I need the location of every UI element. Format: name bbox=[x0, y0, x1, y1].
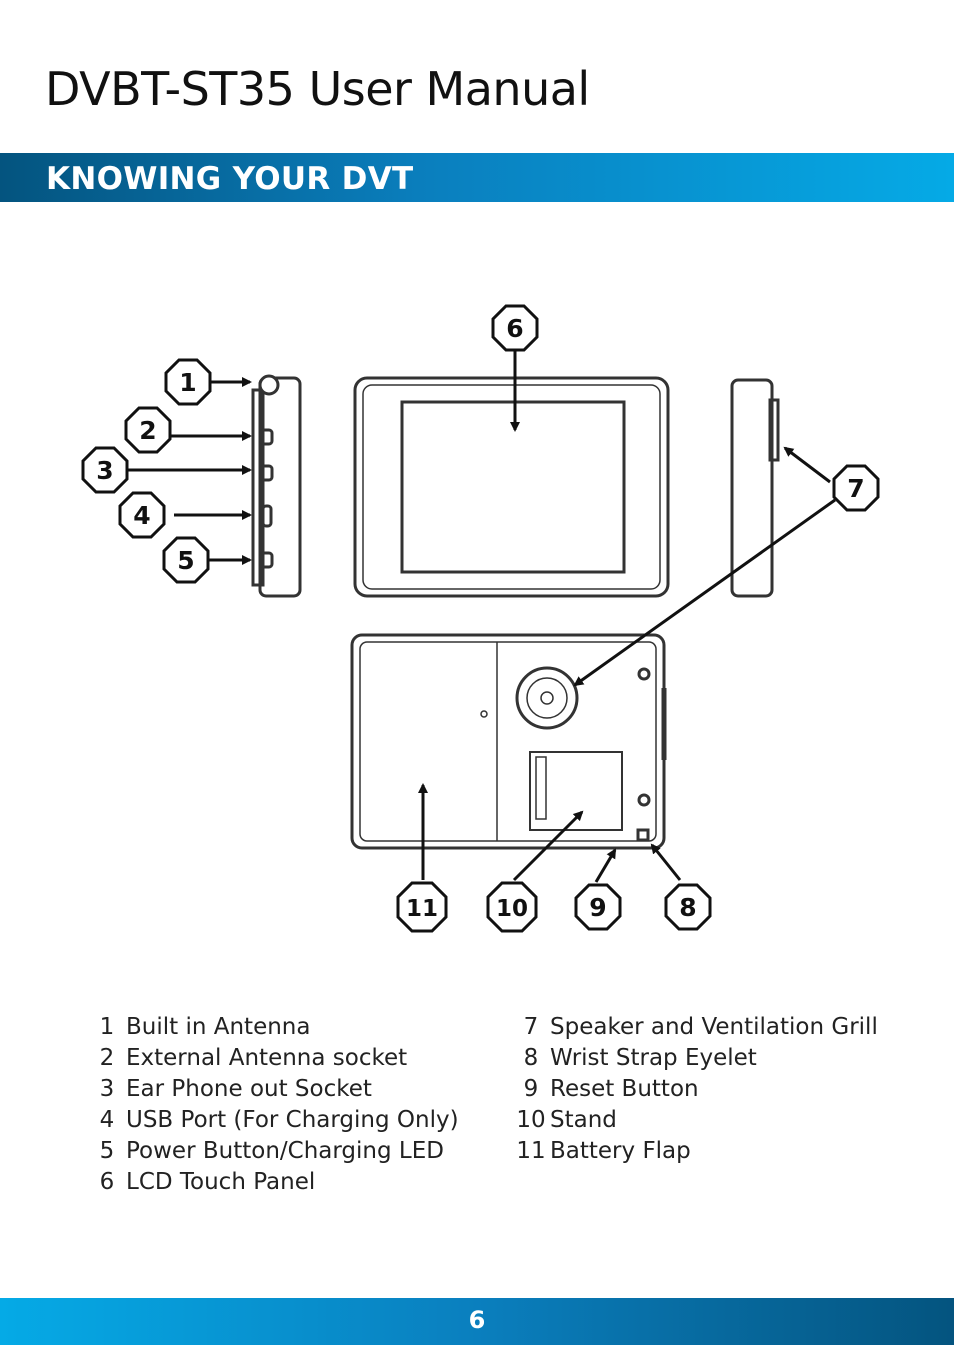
callout-10: 10 bbox=[486, 881, 538, 933]
legend-item: 5 Power Button/Charging LED bbox=[88, 1136, 459, 1167]
device-right-side-view bbox=[730, 378, 780, 598]
legend-number: 7 bbox=[523, 1014, 539, 1040]
legend-number: 9 bbox=[523, 1076, 539, 1102]
svg-text:2: 2 bbox=[139, 416, 156, 445]
svg-text:9: 9 bbox=[589, 893, 606, 922]
legend-label: Reset Button bbox=[550, 1076, 699, 1102]
legend-item: 3 Ear Phone out Socket bbox=[88, 1074, 459, 1105]
svg-text:5: 5 bbox=[177, 546, 194, 575]
callout-5: 5 bbox=[162, 536, 210, 584]
legend-label: Battery Flap bbox=[550, 1138, 691, 1164]
legend-label: USB Port (For Charging Only) bbox=[126, 1107, 459, 1133]
legend-item: 2 External Antenna socket bbox=[88, 1043, 459, 1074]
legend-label: External Antenna socket bbox=[126, 1045, 408, 1071]
legend-item: 6 LCD Touch Panel bbox=[88, 1167, 459, 1198]
svg-text:6: 6 bbox=[506, 314, 523, 343]
svg-text:7: 7 bbox=[847, 474, 864, 503]
legend-label: Power Button/Charging LED bbox=[126, 1138, 444, 1164]
legend-right-column: 7 Speaker and Ventilation Grill 8 Wrist St… bbox=[512, 1012, 878, 1167]
legend-label: Stand bbox=[550, 1107, 617, 1133]
legend-item: 4 USB Port (For Charging Only) bbox=[88, 1105, 459, 1136]
svg-text:4: 4 bbox=[133, 501, 150, 530]
page-title: DVBT-ST35 User Manual bbox=[45, 62, 590, 116]
callout-6: 6 bbox=[491, 304, 539, 352]
legend-left-column: 1 Built in Antenna 2 External Antenna sock… bbox=[88, 1012, 459, 1198]
device-front-view bbox=[353, 376, 670, 598]
legend-label: Speaker and Ventilation Grill bbox=[550, 1014, 878, 1040]
legend-number: 6 bbox=[99, 1169, 115, 1195]
legend-label: Built in Antenna bbox=[126, 1014, 311, 1040]
legend-number: 4 bbox=[99, 1107, 115, 1133]
legend-number: 8 bbox=[523, 1045, 539, 1071]
callout-9: 9 bbox=[574, 883, 622, 931]
callout-arrows bbox=[126, 350, 836, 883]
section-header-bar: KNOWING YOUR DVT bbox=[0, 153, 954, 202]
footer-bar: 6 bbox=[0, 1298, 954, 1345]
legend-number: 11 bbox=[516, 1138, 546, 1164]
legend-number: 3 bbox=[99, 1076, 115, 1102]
device-diagram: 1 2 3 4 5 6 7 8 9 10 11 bbox=[70, 290, 900, 950]
legend-number: 10 bbox=[516, 1107, 546, 1133]
callout-11: 11 bbox=[396, 881, 448, 933]
callout-1: 1 bbox=[164, 358, 212, 406]
legend-number: 2 bbox=[99, 1045, 115, 1071]
legend-number: 1 bbox=[99, 1014, 115, 1040]
device-left-side-view bbox=[251, 374, 302, 598]
svg-text:8: 8 bbox=[679, 893, 696, 922]
device-back-view bbox=[350, 633, 667, 850]
legend-item: 9 Reset Button bbox=[512, 1074, 878, 1105]
legend-label: LCD Touch Panel bbox=[126, 1169, 316, 1195]
legend-label: Wrist Strap Eyelet bbox=[550, 1045, 757, 1071]
legend-item: 8 Wrist Strap Eyelet bbox=[512, 1043, 878, 1074]
legend-number: 5 bbox=[99, 1138, 115, 1164]
svg-text:11: 11 bbox=[406, 896, 438, 922]
callout-badges: 1 2 3 4 5 6 7 8 9 10 11 bbox=[81, 304, 880, 933]
callout-7: 7 bbox=[832, 464, 880, 512]
callout-3: 3 bbox=[81, 446, 129, 494]
section-title: KNOWING YOUR DVT bbox=[46, 161, 414, 197]
legend-item: 1 Built in Antenna bbox=[88, 1012, 459, 1043]
callout-8: 8 bbox=[664, 883, 712, 931]
page-number: 6 bbox=[468, 1306, 486, 1334]
legend-item: 7 Speaker and Ventilation Grill bbox=[512, 1012, 878, 1043]
svg-text:10: 10 bbox=[496, 896, 528, 922]
callout-2: 2 bbox=[124, 406, 172, 454]
svg-text:3: 3 bbox=[96, 456, 113, 485]
callout-4: 4 bbox=[118, 491, 166, 539]
legend-label: Ear Phone out Socket bbox=[126, 1076, 372, 1102]
svg-text:1: 1 bbox=[179, 368, 196, 397]
